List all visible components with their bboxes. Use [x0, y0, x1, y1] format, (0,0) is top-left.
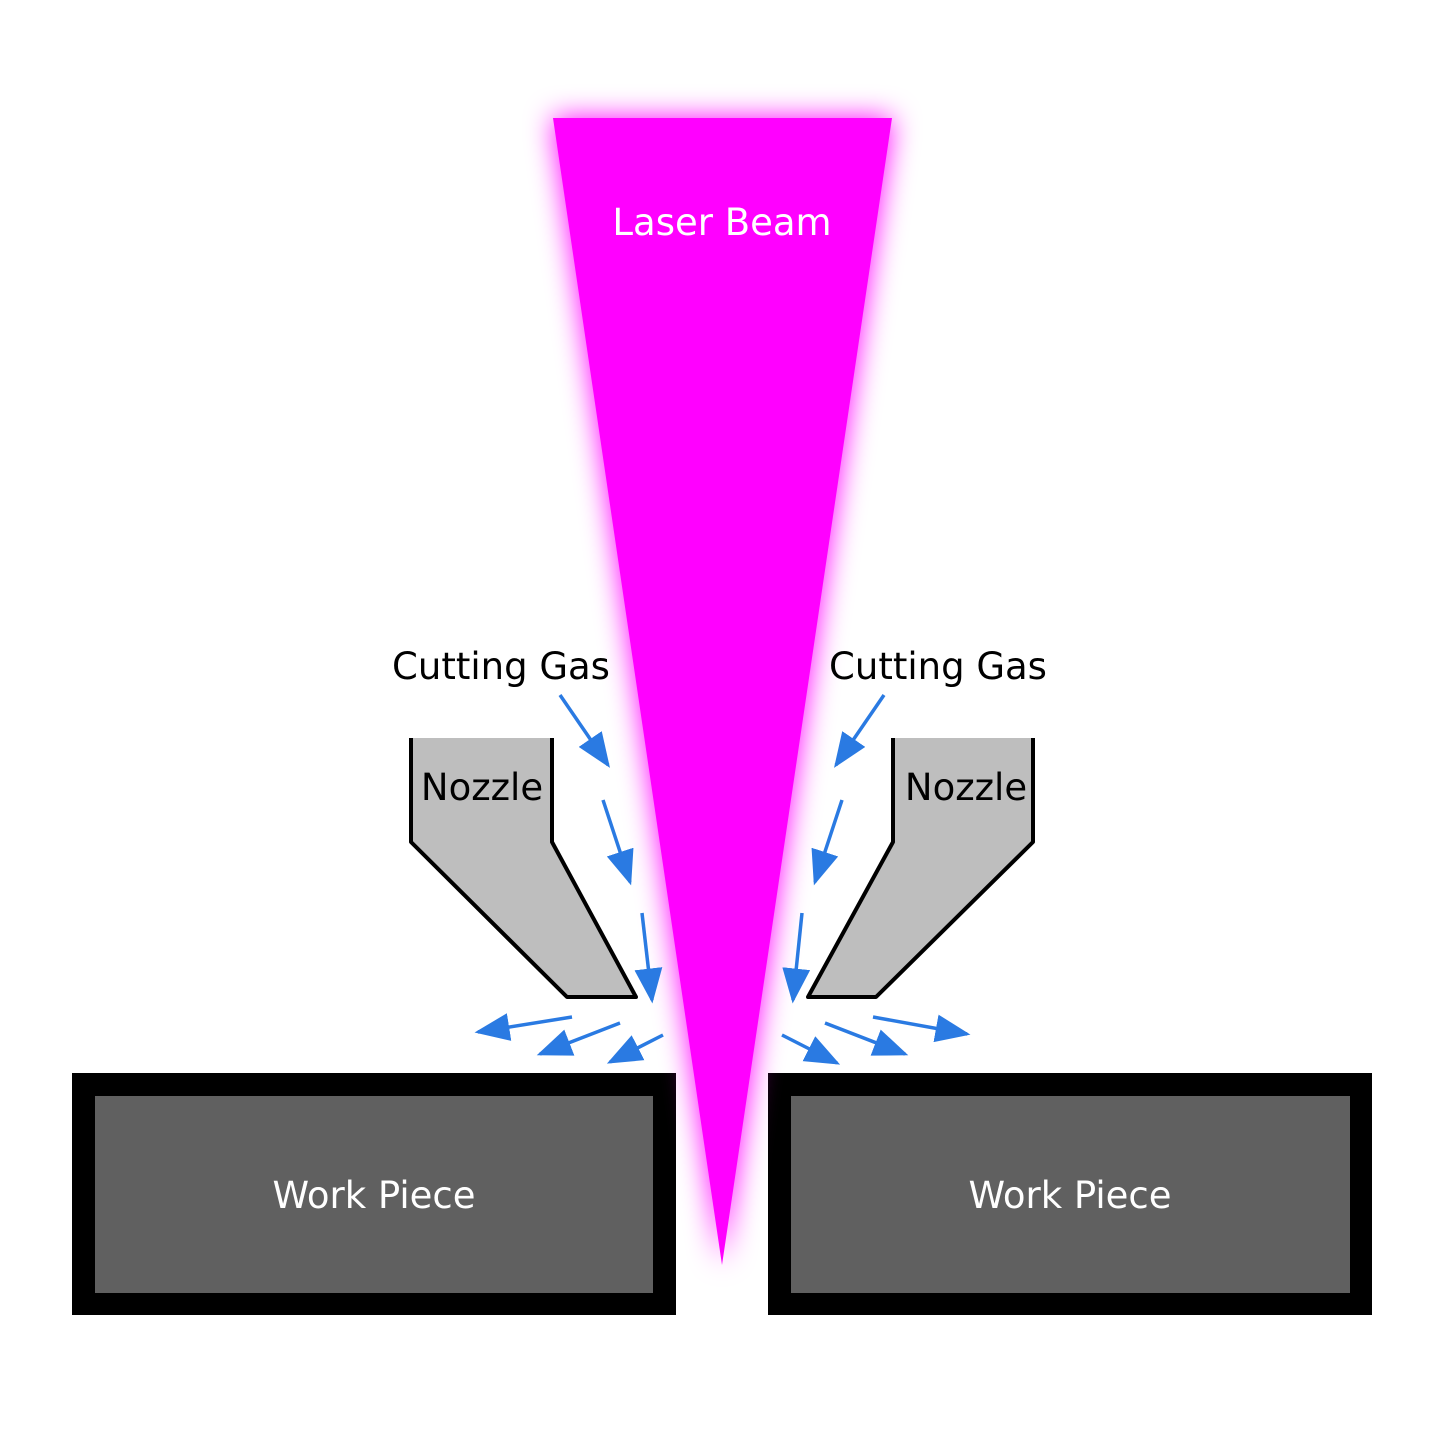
arrow-icon: [606, 1033, 664, 1064]
arrow-icon: [872, 1014, 971, 1043]
arrow-icon: [536, 1021, 621, 1056]
arrow-icon: [634, 912, 663, 1004]
work-piece-right-label: Work Piece: [968, 1174, 1171, 1217]
arrow-icon: [474, 1013, 573, 1041]
work-piece-left: Work Piece: [72, 1073, 676, 1315]
arrow-icon: [811, 799, 844, 886]
nozzle-right-label: Nozzle: [905, 766, 1027, 809]
arrow-icon: [834, 694, 886, 768]
work-piece-left-label: Work Piece: [272, 1174, 475, 1217]
laser-beam-label: Laser Beam: [612, 201, 831, 244]
nozzle-left-label: Nozzle: [421, 766, 543, 809]
arrow-icon: [782, 912, 811, 1004]
gas-flow-arrows: [474, 694, 971, 1065]
cutting-gas-right-label: Cutting Gas: [829, 645, 1047, 688]
arrow-icon: [781, 1033, 841, 1065]
arrow-icon: [601, 799, 634, 886]
work-piece-right: Work Piece: [768, 1073, 1372, 1315]
arrow-icon: [558, 694, 610, 768]
cutting-gas-left-label: Cutting Gas: [392, 645, 610, 688]
arrow-icon: [824, 1021, 909, 1056]
nozzle-right: Nozzle: [806, 738, 1035, 999]
nozzle-left: Nozzle: [409, 738, 638, 999]
laser-beam: Laser Beam: [553, 118, 892, 1265]
